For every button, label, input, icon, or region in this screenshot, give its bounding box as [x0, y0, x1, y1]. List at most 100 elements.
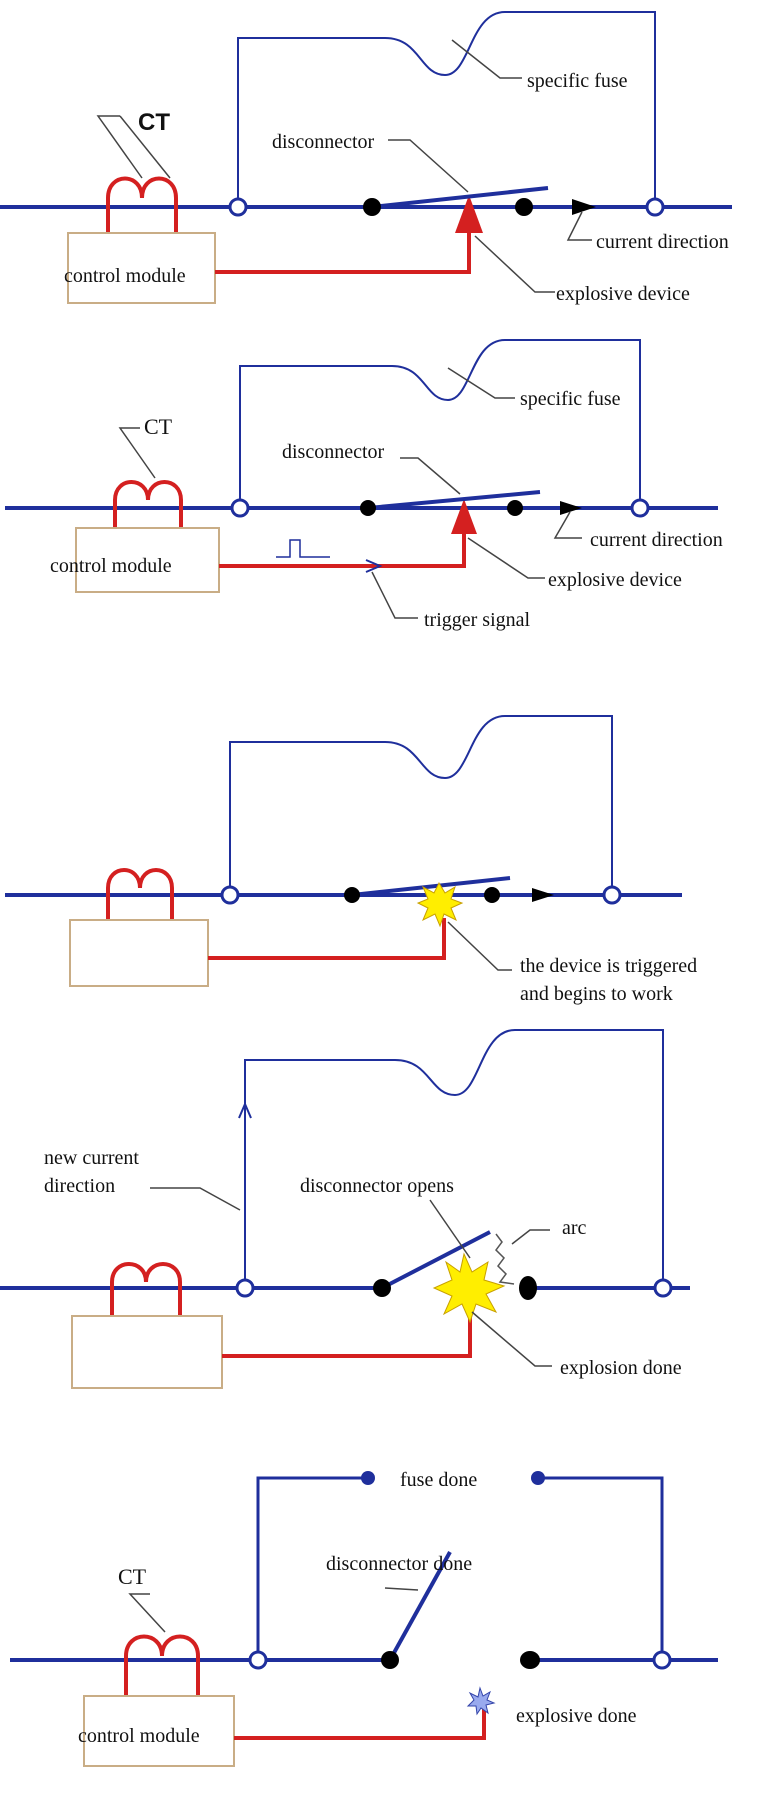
fuse-end-right — [531, 1471, 545, 1485]
trigger-pulse-icon — [276, 539, 330, 558]
disconnector-contact-right — [520, 1651, 540, 1669]
junction-node-left — [220, 885, 240, 905]
junction-node-right — [645, 197, 665, 217]
ct-label: CT — [144, 414, 173, 439]
explosion-burst — [416, 881, 464, 928]
junction-node-left — [248, 1650, 268, 1670]
disconnector-contact-left — [363, 198, 381, 216]
specific-fuse-label: specific fuse — [527, 70, 628, 92]
control-module-box — [71, 1315, 223, 1389]
disconnector-leader — [388, 139, 469, 193]
specific-fuse-label: specific fuse — [520, 388, 621, 410]
disconnector-done-leader — [384, 1587, 419, 1591]
trigger-wire — [234, 1708, 486, 1740]
fuse-bypass-path — [239, 339, 641, 508]
new-current-label-line1: new current — [44, 1147, 139, 1169]
arc-label: arc — [562, 1217, 587, 1239]
junction-node-right — [630, 498, 650, 518]
disconnector-blade — [351, 876, 511, 897]
ct-coil — [110, 1262, 182, 1318]
disconnector-contact-left — [373, 1279, 391, 1297]
disconnector-done-label: disconnector done — [326, 1553, 472, 1575]
fuse-remnant-right — [538, 1476, 664, 1660]
arc-zigzag — [495, 1233, 515, 1285]
fuse-leader — [447, 367, 515, 399]
control-module-box — [69, 919, 209, 987]
disconnector-blade-open — [381, 1230, 491, 1290]
current-leader — [553, 511, 582, 539]
fuse-leader — [451, 39, 522, 79]
explosion-done-leader — [471, 1311, 552, 1367]
ct-leader — [118, 427, 156, 479]
new-current-arrow — [238, 1101, 252, 1119]
triggered-leader — [447, 921, 512, 971]
fuse-end-left — [361, 1471, 375, 1485]
disconnector-contact-right — [519, 1276, 537, 1300]
ct-label: CT — [118, 1564, 147, 1589]
junction-node-left — [235, 1278, 255, 1298]
trigger-signal-leader — [371, 571, 418, 619]
current-direction-arrow — [560, 501, 582, 515]
explosive-device-arrow — [451, 499, 477, 534]
control-module-label: control module — [78, 1725, 200, 1747]
disconnector-leader — [400, 457, 461, 495]
ct-coil — [106, 868, 174, 922]
trigger-wire — [208, 918, 446, 960]
ct-leader — [128, 1593, 166, 1633]
trigger-signal-arrow — [365, 559, 383, 573]
current-direction-label: current direction — [596, 231, 729, 253]
junction-node-right — [652, 1650, 672, 1670]
explosive-device-label: explosive device — [548, 569, 682, 591]
explosive-leader — [467, 537, 545, 579]
ct-coil — [124, 1634, 200, 1698]
panel-2: CT specific fuse disconnector current di… — [5, 339, 723, 631]
fuse-bypass-path — [237, 11, 656, 207]
arc-leader — [511, 1229, 550, 1245]
disconnector-contact-right — [515, 198, 533, 216]
control-module-label: control module — [50, 555, 172, 577]
fuse-done-label: fuse done — [400, 1469, 477, 1491]
explosive-done-label: explosive done — [516, 1705, 637, 1727]
new-current-leader — [150, 1187, 241, 1211]
disconnector-label: disconnector — [272, 131, 375, 153]
explosive-device-label: explosive device — [556, 283, 690, 305]
disconnector-blade-open — [388, 1551, 452, 1661]
junction-node-right — [602, 885, 622, 905]
disconnector-blade — [371, 186, 549, 209]
ct-leader — [96, 115, 143, 179]
panel-1: CT specific fuse disconnector current di… — [0, 11, 732, 305]
explosive-device-arrow — [455, 195, 483, 233]
junction-node-left — [228, 197, 248, 217]
disconnector-contact-left — [381, 1651, 399, 1669]
control-module-box — [83, 1695, 235, 1767]
explosive-leader — [474, 235, 555, 293]
panel-4: new current direction disconnector opens… — [0, 1029, 690, 1389]
fuse-bypass-path — [244, 1029, 664, 1288]
explosion-done-label: explosion done — [560, 1357, 682, 1379]
trigger-wire — [219, 530, 466, 568]
disconnector-opens-leader — [429, 1199, 471, 1259]
triggered-label-line2: and begins to work — [520, 983, 673, 1005]
panel-3: the device is triggered and begins to wo… — [5, 715, 697, 1005]
disconnector-contact-right — [484, 887, 500, 903]
disconnector-contact-left — [360, 500, 376, 516]
explosion-burst — [432, 1252, 506, 1324]
junction-node-left — [230, 498, 250, 518]
current-direction-label: current direction — [590, 529, 723, 551]
panel-5: fuse done disconnector done CT control m… — [10, 1469, 718, 1767]
ct-coil — [113, 480, 183, 530]
trigger-wire — [215, 230, 471, 274]
fuse-bypass-path — [229, 715, 613, 895]
triggered-label-line1: the device is triggered — [520, 955, 697, 977]
current-direction-arrow — [572, 199, 596, 215]
explosive-done-spark — [466, 1686, 496, 1716]
current-leader — [566, 211, 592, 241]
disconnector-blade — [367, 490, 541, 510]
control-module-box — [67, 232, 216, 304]
disconnector-label: disconnector — [282, 441, 385, 463]
trigger-signal-label: trigger signal — [424, 609, 531, 631]
control-module-box — [75, 527, 220, 593]
fuse-remnant-left — [256, 1476, 368, 1660]
